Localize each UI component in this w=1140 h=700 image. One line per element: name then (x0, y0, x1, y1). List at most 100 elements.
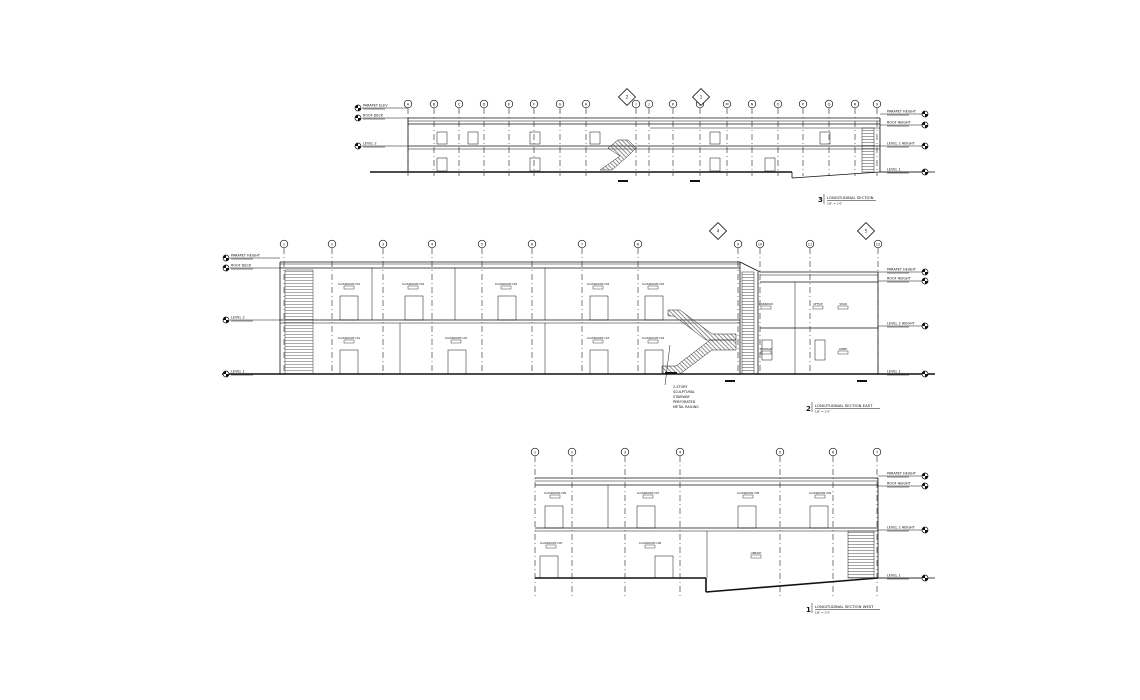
level-label: PARAPET HEIGHT (231, 254, 261, 258)
grid-line: L (695, 99, 705, 176)
level-target-fill (922, 371, 928, 377)
drawing-number: 1 (806, 606, 811, 614)
section-2-title-block: 2 LONGITUDINAL SECTION EAST 1/8" = 1'-0" (806, 402, 880, 414)
grid-bubble (429, 99, 439, 109)
room-tag: CLASSROOM 106 (639, 541, 662, 549)
grid-bubble-label: 11 (808, 242, 813, 246)
grid-bubble-label: I (635, 102, 636, 106)
level-label: PARAPET HEIGHT (887, 472, 917, 476)
grid-bubble (798, 99, 808, 109)
grid-bubble (327, 239, 337, 249)
grid-bubble-label: O (777, 102, 780, 106)
grid-line: I (631, 99, 641, 176)
level-label: LEVEL 1 (887, 168, 901, 172)
level-target-fill (922, 269, 928, 275)
grid-bubble-label: 2 (331, 242, 333, 246)
grid-bubble-label: F (533, 102, 535, 106)
drawing-number: 3 (818, 196, 823, 204)
room-tag-label: CLASSROOM 101 (338, 336, 361, 340)
grid-line: A (403, 99, 413, 176)
level-marker: ROOF HEIGHT (880, 121, 929, 129)
grid-bubble (567, 447, 577, 457)
room-tag: OFFICE (812, 302, 824, 310)
grid-bubble (631, 99, 641, 109)
room-tag-label: CLASSROOM 201 (338, 282, 361, 286)
room-tag-label: LIBRARY (751, 551, 762, 555)
note-line: SCULPTURAL (673, 390, 695, 394)
drawing-title: LONGITUDINAL SECTION WEST (815, 604, 874, 609)
grid-bubble-label: Q (828, 102, 831, 106)
room-tag-box (500, 285, 512, 290)
room-tag-label: OFFICE (813, 302, 823, 306)
level-label: LEVEL 2 (363, 142, 377, 146)
drawing-title: LONGITUDINAL SECTION EAST (815, 403, 873, 408)
note-line: STAIRWAY (673, 395, 691, 399)
grid-bubble-label: 8 (637, 242, 640, 246)
grid-bubble-label: 9 (737, 242, 740, 246)
grid-line: 11 (805, 239, 815, 378)
section-2-section-markers: 4 5 (708, 221, 876, 241)
level-label: LEVEL 1 (231, 370, 245, 374)
grid-line: J (644, 99, 654, 176)
grid-bubble (733, 239, 743, 249)
level-target-fill (922, 278, 928, 284)
grid-bubble-label: 12 (876, 242, 881, 246)
level-marker: PARAPET ELEV (354, 104, 408, 112)
grid-bubble-label: J (647, 102, 649, 106)
grid-line: 1 (530, 447, 540, 598)
room-tag-box (760, 350, 772, 355)
grid-line: 5 (477, 239, 487, 378)
level-target-fill (922, 473, 928, 479)
grid-line: K (668, 99, 678, 176)
room-tag-label: CLASSROOM 206 (544, 491, 567, 495)
room-tag: LOBBY (837, 347, 849, 355)
grid-bubble (850, 99, 860, 109)
grid-line: 4 (675, 447, 685, 598)
level-label: PARAPET HEIGHT (887, 110, 917, 114)
grid-bubble-label: 3 (624, 450, 626, 454)
level-label: ROOF DECK (363, 114, 384, 118)
room-tag-box (407, 285, 419, 290)
grid-line: 12 (873, 239, 883, 378)
grid-bubble (755, 239, 765, 249)
section-1-building (535, 477, 935, 593)
grid-bubble-label: C (458, 102, 461, 106)
level-label: ROOF DECK (231, 264, 252, 268)
grid-bubble-label: 4 (679, 450, 682, 454)
grid-line: 1 (279, 239, 289, 378)
room-tag-box (343, 339, 355, 344)
section-1-title-block: 1 LONGITUDINAL SECTION WEST 1/8" = 1'-0" (806, 603, 880, 615)
room-tag-label: CORRIDOR (759, 302, 773, 306)
grid-bubble-label: E (508, 102, 511, 106)
room-tag-label: CLASSROOM 204 (587, 282, 610, 286)
grid-line: 6 (527, 239, 537, 378)
room-tag-label: CLASSROOM 106 (639, 541, 662, 545)
grid-bubble-label: A (407, 102, 410, 106)
level-marker: LEVEL 2 (222, 316, 280, 324)
room-tag-label: STAIR (839, 302, 847, 306)
grid-bubble-label: 10 (758, 242, 763, 246)
grid-bubble (644, 99, 654, 109)
room-tag-box (545, 544, 557, 549)
grid-line: 3 (620, 447, 630, 598)
level-label: LEVEL 1 (887, 574, 901, 578)
level-marker: ROOF HEIGHT (878, 482, 929, 490)
grid-bubble-label: K (672, 102, 675, 106)
room-tag-label: STORAGE (760, 347, 773, 351)
level-target-fill (922, 169, 928, 175)
grid-line: 2 (567, 447, 577, 598)
room-tag-label: CLASSROOM 102 (445, 336, 468, 340)
room-tag-box (750, 554, 762, 559)
room-tag: CLASSROOM 209 (809, 491, 831, 499)
level-target-fill (922, 527, 928, 533)
grid-line: 10 (755, 239, 765, 378)
grid-bubble (633, 239, 643, 249)
room-tag: CLASSROOM 203 (495, 282, 517, 290)
grid-line: B (429, 99, 439, 176)
level-marker: LEVEL 1 (222, 370, 280, 378)
grid-bubble (527, 239, 537, 249)
grid-line: Q (824, 99, 834, 176)
grid-line: N (747, 99, 757, 176)
